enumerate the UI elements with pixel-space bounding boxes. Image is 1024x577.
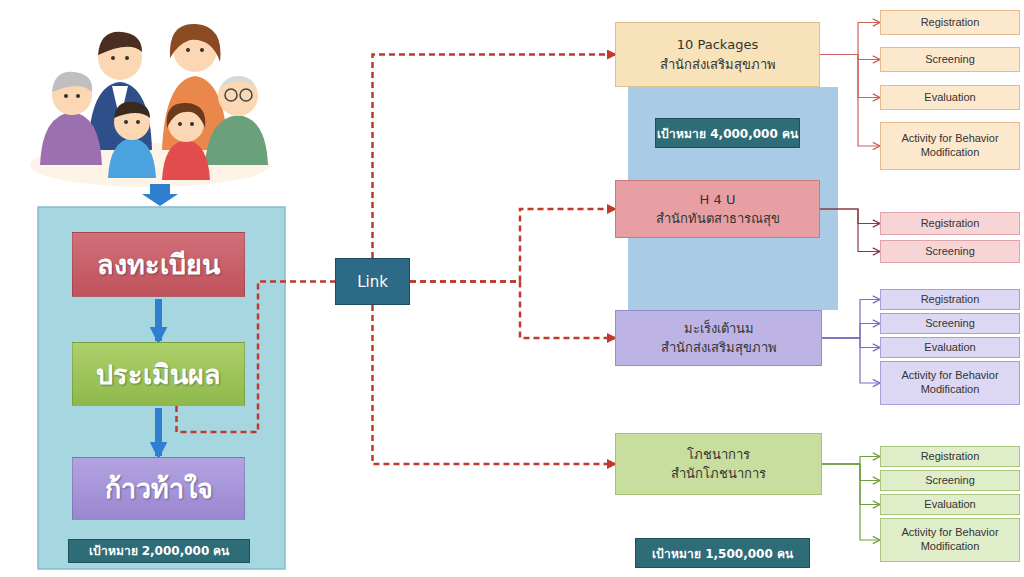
box-label: โภชนาการ <box>687 445 750 465</box>
bracket-arrow <box>822 324 880 339</box>
stage-box: Evaluation <box>880 337 1020 358</box>
link-box: Link <box>335 258 410 305</box>
stage-box: Registration <box>880 446 1020 467</box>
box-label: Screening <box>925 474 975 488</box>
stage-box: Screening <box>880 240 1020 263</box>
box-label: ก้าวท้าใจ <box>105 467 213 510</box>
stage-box: Registration <box>880 212 1020 235</box>
box-label: เป้าหมาย 2,000,000 คน <box>68 539 250 563</box>
box-label: Activity for Behavior Modification <box>887 526 1013 554</box>
stage-box: Screening <box>880 470 1020 491</box>
box-label: เป้าหมาย 1,500,000 คน <box>652 544 793 563</box>
link-line <box>373 305 616 464</box>
step-box: ก้าวท้าใจ <box>72 457 245 520</box>
step-box: ประเมินผล <box>72 342 245 406</box>
bracket-arrow <box>822 464 880 481</box>
target-box: เป้าหมาย 4,000,000 คน <box>655 118 800 148</box>
group-panel: เป้าหมาย 2,000,000 คน ลงทะเบียนประเมินผลก… <box>38 207 285 569</box>
box-label: Evaluation <box>924 341 975 355</box>
box-label: Evaluation <box>924 91 975 105</box>
family-illustration <box>30 24 270 187</box>
program-box: H 4 Uสำนักทันตสาธารณสุข <box>615 180 820 238</box>
stage-box: Activity for Behavior Modification <box>880 518 1020 562</box>
box-label: H 4 U <box>700 190 736 210</box>
entry-arrow <box>142 184 178 206</box>
stage-box: Evaluation <box>880 494 1020 515</box>
link-line <box>410 209 615 282</box>
box-label: 10 Packages <box>677 35 758 55</box>
bracket-arrow <box>820 209 880 252</box>
bracket-arrow <box>820 23 880 55</box>
box-label: มะเร็งเต้านม <box>684 319 754 339</box>
bracket-arrow <box>822 338 880 348</box>
stage-box: Registration <box>880 289 1020 310</box>
box-label: Registration <box>921 293 980 307</box>
bracket-arrow <box>820 55 880 60</box>
box-label: Screening <box>925 317 975 331</box>
stage-box: Registration <box>880 10 1020 35</box>
flow-arrow <box>155 299 162 341</box>
box-sublabel: สำนักส่งเสริมสุขภาพ <box>661 338 777 358</box>
stage-box: Activity for Behavior Modification <box>880 122 1020 170</box>
bracket-arrow <box>822 464 880 505</box>
box-label: Link <box>357 273 388 291</box>
program-box: โภชนาการสำนักโภชนาการ <box>615 433 822 495</box>
box-label: Registration <box>921 16 980 30</box>
stage-box: Activity for Behavior Modification <box>880 361 1020 405</box>
box-sublabel: สำนักทันตสาธารณสุข <box>656 209 780 229</box>
stage-box: Screening <box>880 313 1020 334</box>
flow-arrow <box>155 408 162 456</box>
bracket-arrow <box>820 55 880 147</box>
target-box: เป้าหมาย 1,500,000 คน <box>635 538 810 568</box>
stage-box: Evaluation <box>880 85 1020 110</box>
box-label: ลงทะเบียน <box>97 243 220 286</box>
box-label: ประเมินผล <box>96 353 221 396</box>
bracket-arrow <box>822 457 880 465</box>
bracket-arrow <box>822 338 880 383</box>
program-box: 10 Packagesสำนักส่งเสริมสุขภาพ <box>615 22 820 87</box>
bracket-arrow <box>820 209 880 224</box>
box-label: เป้าหมาย 4,000,000 คน <box>657 124 798 143</box>
box-label: Screening <box>925 53 975 67</box>
program-box: มะเร็งเต้านมสำนักส่งเสริมสุขภาพ <box>615 310 822 366</box>
link-line <box>410 282 615 339</box>
bracket-arrow <box>820 55 880 98</box>
box-label: Registration <box>921 217 980 231</box>
box-sublabel: สำนักโภชนาการ <box>671 464 766 484</box>
link-line <box>373 55 616 259</box>
box-label: Evaluation <box>924 498 975 512</box>
bracket-arrow <box>822 464 880 540</box>
box-label: Activity for Behavior Modification <box>887 132 1013 160</box>
box-sublabel: สำนักส่งเสริมสุขภาพ <box>660 55 776 75</box>
step-box: ลงทะเบียน <box>72 232 245 297</box>
stage-box: Screening <box>880 47 1020 72</box>
box-label: Registration <box>921 450 980 464</box>
bracket-arrow <box>822 300 880 339</box>
panel-ground <box>38 207 285 569</box>
box-label: Activity for Behavior Modification <box>887 369 1013 397</box>
box-label: Screening <box>925 245 975 259</box>
